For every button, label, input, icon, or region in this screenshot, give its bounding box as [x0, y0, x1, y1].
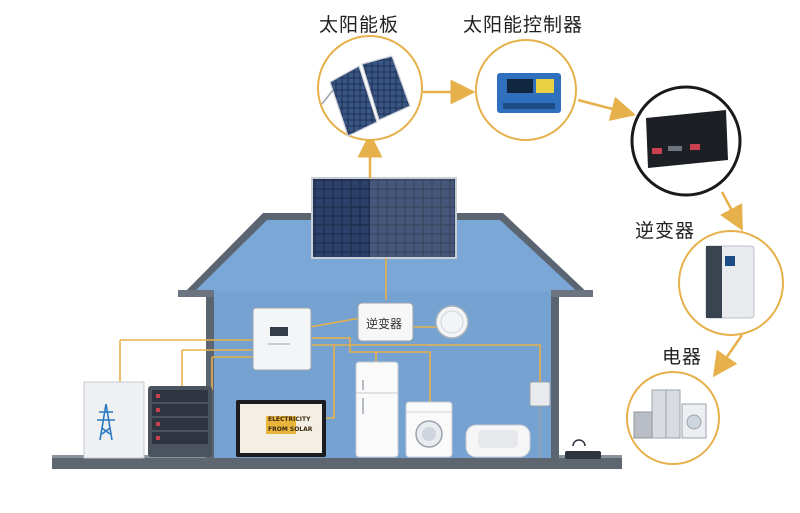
right-wall-edge [551, 292, 559, 458]
roof-solar-panel [311, 177, 457, 259]
solar-panel-icon [321, 55, 411, 137]
right-eave [551, 290, 593, 297]
hybrid-inverter-unit [252, 307, 312, 371]
battery-rack [148, 386, 212, 457]
label-solar-controller: 太阳能控制器 [463, 14, 584, 36]
label-solar-panel: 太阳能板 [319, 14, 400, 36]
ground-slab [52, 457, 622, 469]
arrow-controller-to-battery [577, 96, 637, 121]
solar-panel-node [317, 35, 423, 141]
label-inverter: 逆变器 [635, 220, 696, 242]
lamp-icon [529, 381, 551, 458]
fridge-icon [355, 361, 399, 458]
tv-icon [236, 400, 326, 457]
arrow-inverter-to-appliances [712, 334, 744, 378]
inverter-box-label: 逆变器 [366, 317, 403, 331]
label-appliances: 电器 [662, 346, 703, 368]
arrow-battery-to-inverter [720, 191, 743, 232]
tv-text-line2: FROM SOLAR [268, 426, 313, 433]
clock-icon [435, 305, 469, 339]
inverter-node [678, 230, 784, 336]
sofa-icon [465, 424, 531, 458]
battery-icon [646, 110, 728, 168]
power-tower-icon [97, 403, 115, 441]
left-eave [178, 290, 214, 297]
inverter-box [357, 302, 414, 342]
washer-icon [405, 401, 453, 458]
left-wall-edge [206, 292, 214, 458]
appliances-icon [633, 389, 707, 439]
battery-node [630, 85, 742, 197]
appliances-node [626, 371, 720, 465]
controller-node [475, 39, 577, 141]
charge-controller-icon [497, 73, 561, 113]
inverter-icon [705, 245, 755, 319]
tv-text-line1: ELECTRICITY [268, 416, 311, 423]
wiring [119, 258, 541, 419]
router-icon [565, 439, 601, 459]
